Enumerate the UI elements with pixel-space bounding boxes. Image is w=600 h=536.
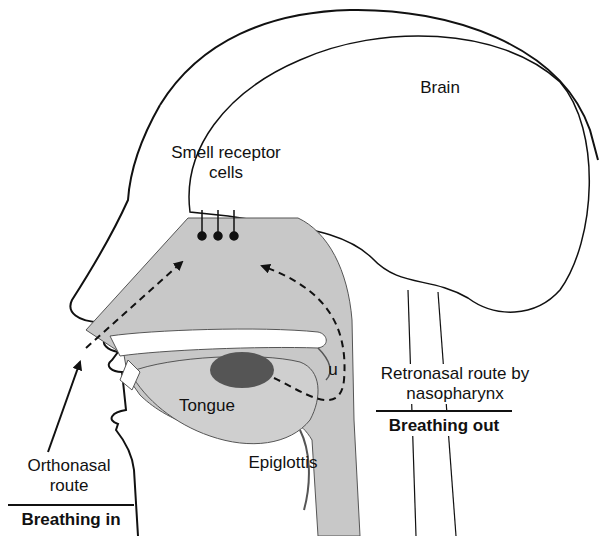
route-label: Retronasal route by nasopharynx [368,364,542,404]
part-label: Brain [400,78,480,98]
part-label: u [326,360,340,380]
breathing-label: Breathing in [8,504,134,530]
part-label: Epiglottis [238,453,328,473]
breathing-label: Breathing out [376,410,512,436]
route-label: Orthonasal route [6,456,132,496]
part-label: Smell receptor cells [170,143,282,183]
part-label: Tongue [172,396,242,416]
